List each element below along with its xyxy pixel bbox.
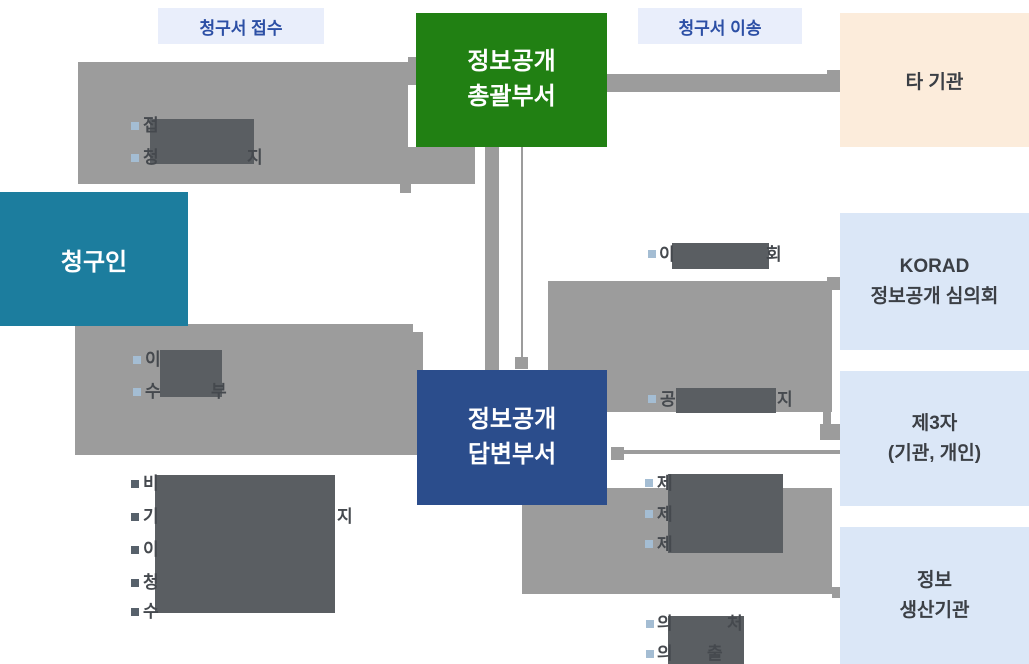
fragment-k2-lead: 제 [657, 505, 673, 524]
fragment-a2-lead: 청 [143, 148, 159, 167]
connector-general-to-reply-thin [521, 147, 523, 359]
arrow-general-to-other-agency [607, 74, 827, 92]
redaction-box-bottom-left-list [155, 475, 335, 613]
fragment-k1-lead: 제 [657, 474, 673, 493]
fragment-l2-trail: 출 [707, 644, 723, 663]
fragment-g2-trail: 지 [777, 390, 793, 409]
node-korad-committee-line2: 정보공개 심의회 [870, 285, 999, 307]
masked-block-under-general [408, 147, 475, 184]
fragment-f1-lead: 비 [143, 474, 159, 493]
connector-thirdparty-to-reply [624, 450, 843, 454]
arrow-decision-to-producer-head [832, 587, 843, 598]
bullet-icon [648, 395, 656, 403]
masked-block-response [75, 324, 413, 455]
redaction-box-response [160, 350, 222, 397]
stage-label-receipt: 청구서 접수 [158, 8, 324, 44]
arrow-receipt-to-general-head [408, 57, 416, 85]
bullet-icon [131, 608, 139, 616]
fragment-f2-lead: 기 [143, 507, 159, 526]
redaction-box-review-bottom [676, 388, 776, 413]
node-disclosure-reply-dept-line1: 정보공개 [467, 405, 557, 433]
connector-general-to-reply-arrowhead [515, 357, 528, 369]
node-disclosure-general-dept-line1: 정보공개 [467, 48, 556, 76]
masked-fragment-small [400, 184, 411, 193]
fragment-c2-lead: 수 [145, 382, 161, 401]
bullet-icon [648, 250, 656, 258]
redaction-box-decision-list [668, 474, 783, 553]
bullet-icon [131, 154, 139, 162]
arrow-into-thirdparty-head [820, 424, 840, 440]
bullet-icon [131, 513, 139, 521]
redaction-box-opinion-list [668, 616, 744, 664]
bullet-icon [131, 122, 139, 130]
node-other-agency: 타 기관 [840, 13, 1029, 147]
stage-label-transfer-text: 청구서 이송 [678, 18, 762, 38]
fragment-f3-lead: 이 [143, 540, 159, 559]
node-requester-text: 청구인 [60, 248, 128, 276]
node-third-party: 제3자 (기관, 개인) [840, 371, 1029, 506]
bullet-icon [645, 510, 653, 518]
redaction-box-receipt [150, 119, 254, 164]
fragment-g2-lead: 공 [660, 390, 676, 409]
connector-korad-to-thirdparty [823, 283, 831, 433]
fragment-f4-lead: 청 [143, 573, 159, 592]
fragment-c1-lead: 이 [145, 350, 161, 369]
bullet-icon [133, 388, 141, 396]
connector-thirdparty-to-reply-arrowhead [611, 447, 624, 460]
fragment-c2-trail: 부 [211, 382, 227, 401]
stage-label-transfer: 청구서 이송 [638, 8, 802, 44]
fragment-l2-lead: 의 [657, 644, 673, 663]
fragment-k3-lead: 제 [657, 535, 673, 554]
node-info-producer-line1: 정보 [917, 570, 952, 592]
node-info-producer-line2: 생산기관 [899, 599, 970, 621]
bullet-icon [645, 540, 653, 548]
bullet-icon [645, 479, 653, 487]
fragment-a2-trail: 지 [247, 148, 263, 167]
node-korad-committee: KORAD 정보공개 심의회 [840, 213, 1029, 350]
fragment-f2-trail: 지 [337, 507, 353, 526]
fragment-g1-lead: 이 [659, 245, 675, 264]
bullet-icon [646, 620, 654, 628]
node-requester: 청구인 [0, 192, 188, 326]
bullet-icon [131, 579, 139, 587]
node-korad-committee-line1: KORAD [899, 256, 970, 278]
arrow-general-to-other-agency-head [827, 70, 840, 92]
node-disclosure-general-dept: 정보공개 총괄부서 [416, 13, 607, 147]
connector-general-to-reply-thick [485, 147, 499, 370]
redaction-box-review-top [672, 243, 769, 269]
bullet-icon [133, 356, 141, 364]
node-disclosure-reply-dept: 정보공개 답변부서 [417, 370, 607, 505]
bullet-icon [131, 546, 139, 554]
node-other-agency-text: 타 기관 [905, 71, 964, 93]
fragment-l1-lead: 의 [657, 614, 673, 633]
node-third-party-line2: (기관, 개인) [887, 442, 982, 464]
fragment-g1-trail: 회 [766, 245, 782, 264]
bullet-icon [131, 480, 139, 488]
fragment-f5-lead: 수 [143, 602, 159, 621]
fragment-l1-trail: 처 [727, 614, 743, 633]
node-third-party-line1: 제3자 [911, 413, 958, 435]
node-info-producer: 정보 생산기관 [840, 527, 1029, 664]
node-disclosure-general-dept-line2: 총괄부서 [467, 83, 556, 110]
bullet-icon [646, 650, 654, 658]
node-disclosure-reply-dept-line2: 답변부서 [467, 440, 557, 468]
fragment-a1-lead: 접 [143, 116, 159, 135]
stage-label-receipt-text: 청구서 접수 [199, 18, 283, 38]
